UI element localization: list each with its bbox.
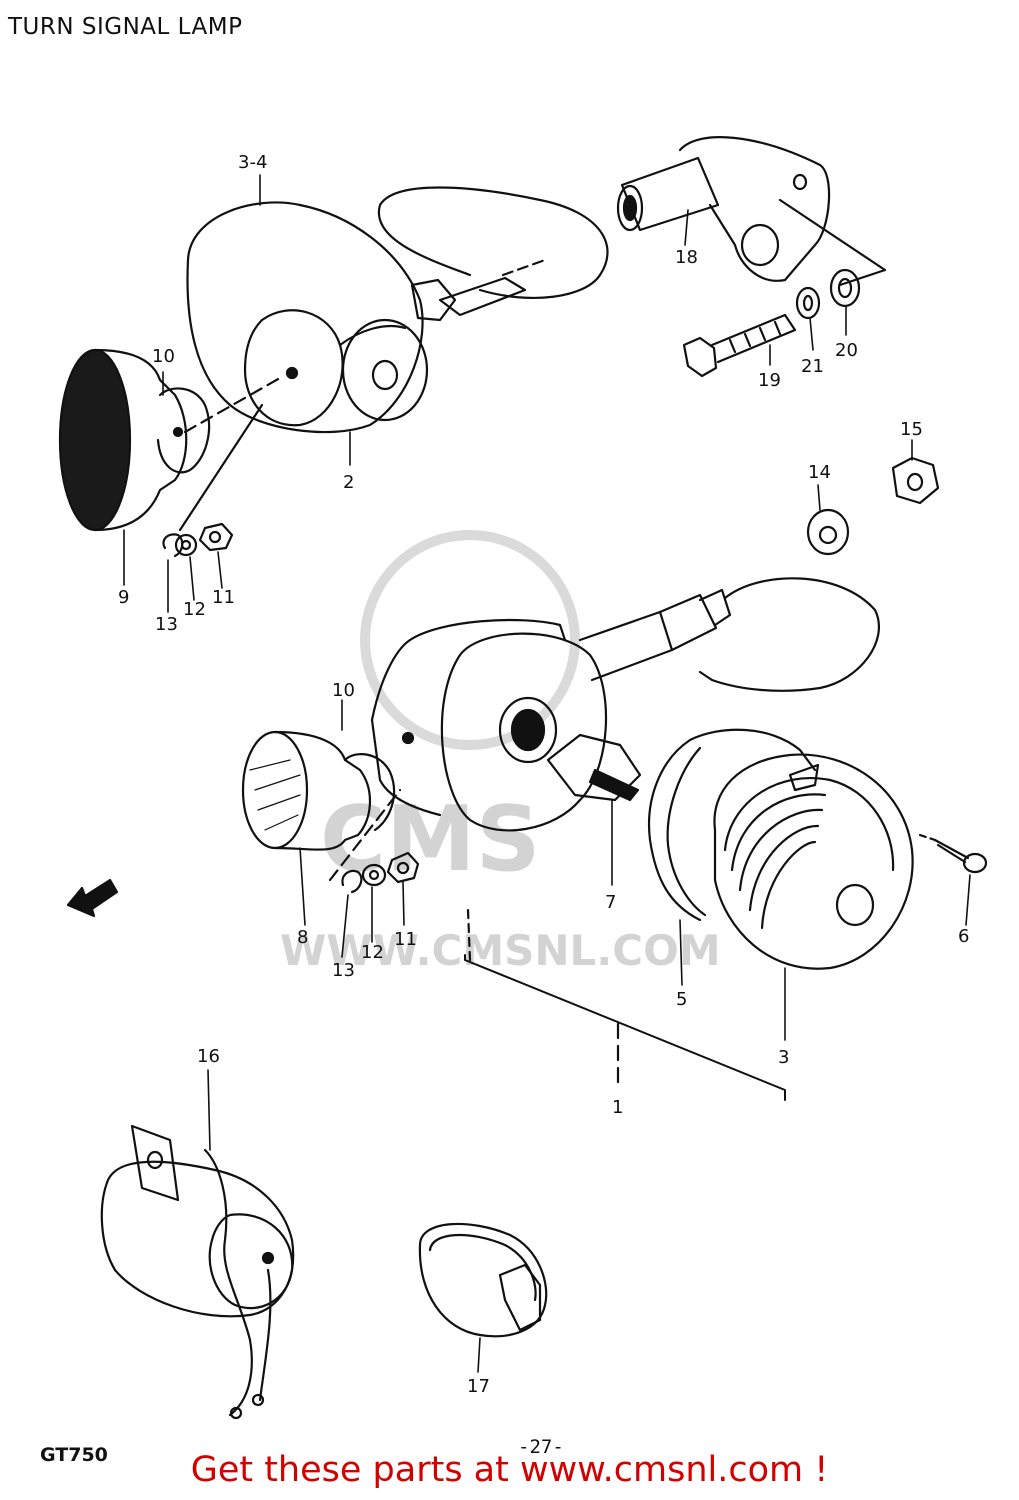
page-number: -27-	[518, 1436, 564, 1458]
part-label: 7	[605, 892, 616, 913]
upper-lens	[58, 348, 188, 532]
upper-gasket	[156, 376, 282, 474]
part-label: 12	[183, 599, 206, 620]
watermark-text: WWW.CMSNL.COM	[280, 926, 721, 975]
wire-clamp	[418, 1222, 548, 1338]
part-label: 18	[675, 247, 698, 268]
lower-fasteners	[341, 851, 420, 894]
part-label: 5	[676, 989, 687, 1010]
flasher-relay	[100, 1124, 295, 1420]
bolt-and-washers	[682, 268, 861, 378]
assembly-bracket-1	[464, 908, 786, 1101]
part-label: 6	[958, 926, 969, 947]
part-label: 15	[900, 419, 923, 440]
watermark-logo: CMS	[320, 787, 540, 892]
mounting-bracket	[616, 136, 887, 287]
lens-screw	[918, 833, 988, 874]
part-label: 14	[808, 462, 831, 483]
bulb	[546, 733, 642, 802]
part-label: 13	[155, 614, 178, 635]
upper-fasteners	[162, 403, 264, 558]
part-label: 17	[467, 1376, 490, 1397]
lower-lens	[241, 730, 372, 851]
part-label: 11	[394, 929, 417, 950]
part-label: 20	[835, 340, 858, 361]
part-label: 16	[197, 1046, 220, 1067]
part-label: 10	[332, 680, 355, 701]
main-lens	[713, 753, 914, 970]
part-label: 2	[343, 472, 354, 493]
part-labels: 3-4 18 10 2 21 20 19 9 13 12 11 15 14 10…	[118, 152, 969, 1397]
part-label: 13	[332, 960, 355, 981]
upper-lamp-housing	[186, 201, 547, 434]
watermark: CMS WWW.CMSNL.COM	[280, 530, 721, 975]
part-label: 10	[152, 346, 175, 367]
part-label: 8	[297, 927, 308, 948]
part-label: 9	[118, 587, 129, 608]
leader-lines	[123, 174, 971, 1373]
part-label: 11	[212, 587, 235, 608]
part-label: 12	[361, 942, 384, 963]
part-label: 19	[758, 370, 781, 391]
part-label: 21	[801, 356, 824, 377]
part-label: 3	[778, 1047, 789, 1068]
lower-gasket	[328, 753, 402, 882]
promo-link[interactable]: Get these parts at www.cmsnl.com !	[190, 1450, 829, 1490]
lens-gasket	[648, 728, 817, 922]
lower-lamp-housing	[370, 588, 732, 832]
upper-wire-loop	[377, 186, 609, 299]
direction-arrow	[66, 878, 119, 918]
part-label: 1	[612, 1097, 623, 1118]
part-label: 3-4	[238, 152, 267, 173]
model-code: GT750	[40, 1444, 108, 1466]
page-title: TURN SIGNAL LAMP	[8, 14, 243, 40]
lower-wire	[698, 577, 881, 692]
